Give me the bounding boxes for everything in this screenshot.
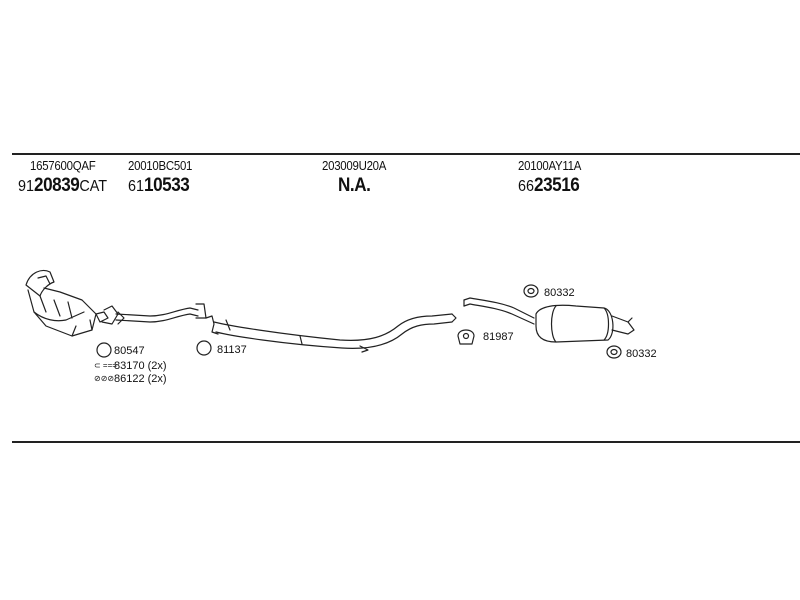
callout-ring-1: 80547: [114, 345, 145, 357]
sealing-ring-icon: [523, 284, 539, 298]
nut-mark: ⊘⊘⊘: [94, 374, 114, 383]
bolt-mark: ⊂ ===: [94, 361, 117, 370]
part-number: 6110533: [128, 175, 190, 196]
part-column-catalytic: 1657600QAF 9120839CAT: [18, 158, 117, 197]
oem-number: 20100AY11A: [518, 158, 582, 173]
part-number: 6623516: [518, 175, 580, 196]
callout-nut-1: 86122 (2x): [114, 373, 167, 385]
bottom-divider: [12, 441, 800, 443]
part-column-front-pipe: 20010BC501 6110533: [128, 158, 201, 197]
sealing-ring-icon: [196, 340, 212, 356]
rear-silencer-drawing: [463, 297, 635, 343]
front-pipe-drawing: [101, 303, 207, 325]
callout-hanger-1: 81987: [483, 331, 514, 343]
callout-bolt-1: 83170 (2x): [114, 360, 167, 372]
callout-ring-4: 80332: [626, 348, 657, 360]
top-divider: [12, 153, 800, 155]
part-column-middle-pipe: 203009U20A N.A.: [322, 158, 395, 197]
callout-ring-3: 80332: [544, 287, 575, 299]
part-number: N.A.: [338, 175, 371, 196]
oem-number: 20010BC501: [128, 158, 193, 173]
sealing-ring-icon: [606, 345, 622, 359]
part-number: 9120839CAT: [18, 175, 108, 196]
catalytic-converter-drawing: [25, 269, 109, 337]
sealing-ring-icon: [96, 342, 112, 358]
callout-ring-2: 81137: [217, 344, 247, 356]
oem-number: 1657600QAF: [30, 158, 96, 173]
rubber-hanger-icon: [457, 329, 475, 345]
part-column-rear-silencer: 20100AY11A 6623516: [518, 158, 590, 197]
oem-number: 203009U20A: [322, 158, 387, 173]
middle-pipe-drawing: [205, 313, 457, 353]
